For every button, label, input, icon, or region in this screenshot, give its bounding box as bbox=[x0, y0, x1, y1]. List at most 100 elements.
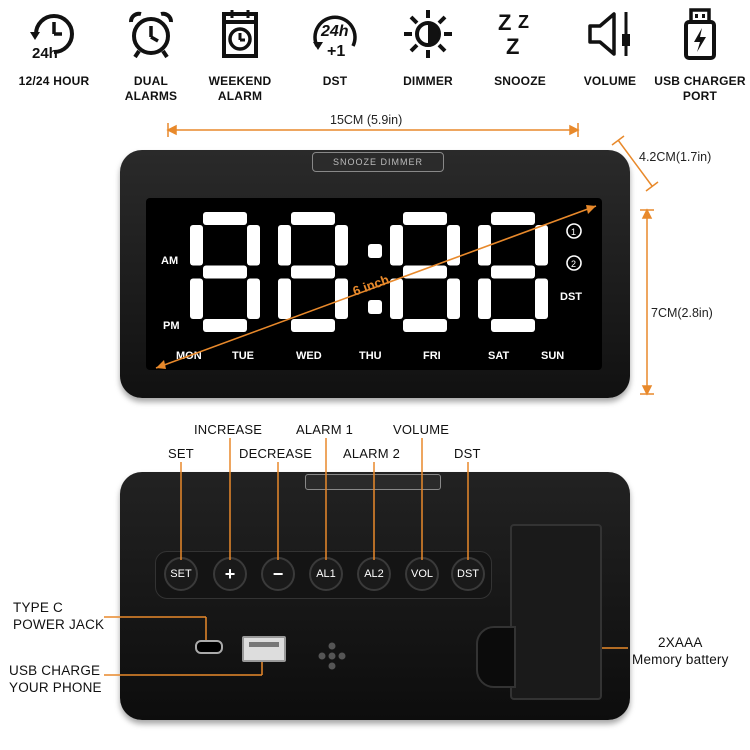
digit-segment bbox=[478, 278, 491, 319]
digit-segment bbox=[335, 225, 348, 266]
dimmer-icon bbox=[400, 6, 456, 62]
digit-segment bbox=[535, 278, 548, 319]
feature-dimmer: DIMMER bbox=[382, 6, 474, 89]
battery-cover bbox=[510, 524, 602, 700]
digit-segment bbox=[447, 278, 460, 319]
digit-segment bbox=[247, 278, 260, 319]
am-indicator: AM bbox=[161, 255, 179, 267]
feature-label: USB CHARGER PORT bbox=[654, 74, 746, 103]
digit-segment bbox=[491, 265, 535, 279]
feature-snooze: Z Z Z SNOOZE bbox=[474, 6, 566, 89]
digit-segment bbox=[390, 278, 403, 319]
snooze-dimmer-button[interactable]: SNOOZE DIMMER bbox=[312, 152, 444, 172]
digit-segment bbox=[291, 319, 335, 332]
dst-24h-text: 24h bbox=[320, 23, 349, 40]
volume-icon bbox=[582, 6, 638, 62]
weekday-tue: TUE bbox=[232, 350, 254, 362]
digit-segment bbox=[447, 225, 460, 266]
alarm2-button[interactable]: AL2 bbox=[357, 557, 391, 591]
digit-segment bbox=[478, 225, 491, 266]
weekday-wed: WED bbox=[296, 350, 322, 362]
feature-dst: 24h +1 DST bbox=[289, 6, 381, 89]
digit-segment bbox=[390, 225, 403, 266]
alarm1-indicator-icon: 1 bbox=[564, 220, 584, 245]
digit-segment bbox=[203, 212, 247, 225]
feature-label: 12/24 HOUR bbox=[18, 74, 90, 88]
set-label: SET bbox=[168, 446, 194, 461]
weekday-sat: SAT bbox=[488, 350, 510, 362]
feature-12-24-hour: 24h 12/24 HOUR bbox=[8, 6, 100, 89]
digit-segment bbox=[247, 225, 260, 266]
digit-segment bbox=[190, 225, 203, 266]
feature-label: DST bbox=[322, 74, 348, 88]
depth-dimension-label: 4.2CM(1.7in) bbox=[639, 150, 712, 164]
dst-button[interactable]: DST bbox=[451, 557, 485, 591]
digit-segment bbox=[291, 265, 335, 279]
digit-segment bbox=[278, 278, 291, 319]
type-c-port bbox=[195, 640, 223, 654]
increase-label: INCREASE bbox=[194, 422, 263, 437]
colon-dot bbox=[368, 244, 382, 258]
calendar-alarm-icon bbox=[212, 6, 268, 62]
feature-label: VOLUME bbox=[583, 74, 637, 88]
digit-segment bbox=[403, 212, 447, 225]
24h-text: 24h bbox=[32, 45, 58, 62]
svg-text:Z: Z bbox=[518, 12, 529, 32]
feature-label: SNOOZE bbox=[494, 74, 546, 88]
usb-charge-label: USB CHARGE YOUR PHONE bbox=[9, 663, 102, 695]
snooze-icon: Z Z Z bbox=[492, 6, 548, 62]
svg-text:1: 1 bbox=[571, 227, 576, 237]
digit-segment bbox=[535, 225, 548, 266]
digit-segment bbox=[403, 265, 447, 279]
dst-icon: 24h +1 bbox=[307, 6, 363, 62]
alarm1-button[interactable]: AL1 bbox=[309, 557, 343, 591]
type-c-label: TYPE C POWER JACK bbox=[13, 600, 105, 632]
feature-weekend-alarm: WEEKEND ALARM bbox=[194, 6, 286, 104]
digit-segment bbox=[491, 319, 535, 332]
dst-label: DST bbox=[454, 446, 481, 461]
battery-label: 2XAAA Memory battery bbox=[632, 635, 729, 667]
top-button-back bbox=[305, 474, 441, 490]
weekday-fri: FRI bbox=[423, 350, 441, 362]
volume-button[interactable]: VOL bbox=[405, 557, 439, 591]
alarm1-label: ALARM 1 bbox=[296, 422, 354, 437]
usb-port-icon bbox=[672, 6, 728, 62]
width-dimension-label: 15CM (5.9in) bbox=[330, 113, 403, 127]
set-button[interactable]: SET bbox=[164, 557, 198, 591]
increase-button[interactable]: + bbox=[213, 557, 247, 591]
feature-label: DUAL ALARMS bbox=[124, 74, 178, 103]
svg-text:2: 2 bbox=[571, 259, 576, 269]
weekday-mon: MON bbox=[176, 350, 202, 362]
digit-segment bbox=[403, 319, 447, 332]
feature-label: WEEKEND ALARM bbox=[208, 74, 272, 103]
clock-24h-icon: 24h bbox=[26, 6, 82, 62]
time-digits bbox=[190, 212, 548, 332]
digit-segment bbox=[190, 278, 203, 319]
weekday-sun: SUN bbox=[541, 350, 565, 362]
digit-segment bbox=[335, 278, 348, 319]
digit-segment bbox=[291, 212, 335, 225]
alarm2-indicator-icon: 2 bbox=[564, 252, 584, 277]
dst-indicator: DST bbox=[560, 291, 582, 303]
decrease-label: DECREASE bbox=[239, 446, 313, 461]
volume-label: VOLUME bbox=[393, 422, 450, 437]
battery-latch bbox=[476, 626, 516, 688]
height-dimension-label: 7CM(2.8in) bbox=[651, 306, 713, 320]
dst-plus1-text: +1 bbox=[327, 43, 345, 60]
pm-indicator: PM bbox=[163, 320, 180, 332]
digit-segment bbox=[203, 265, 247, 279]
colon-dot bbox=[368, 300, 382, 314]
alarm-clock-icon bbox=[123, 6, 179, 62]
feature-volume: VOLUME bbox=[564, 6, 656, 89]
svg-text:Z: Z bbox=[498, 10, 511, 35]
decrease-button[interactable]: − bbox=[261, 557, 295, 591]
speaker-icon bbox=[314, 640, 350, 681]
usb-port bbox=[242, 636, 286, 662]
alarm2-label: ALARM 2 bbox=[343, 446, 401, 461]
digit-segment bbox=[278, 225, 291, 266]
feature-label: DIMMER bbox=[403, 74, 453, 88]
digit-segment bbox=[203, 319, 247, 332]
feature-usb-charger: USB CHARGER PORT bbox=[654, 6, 746, 104]
digit-segment bbox=[491, 212, 535, 225]
